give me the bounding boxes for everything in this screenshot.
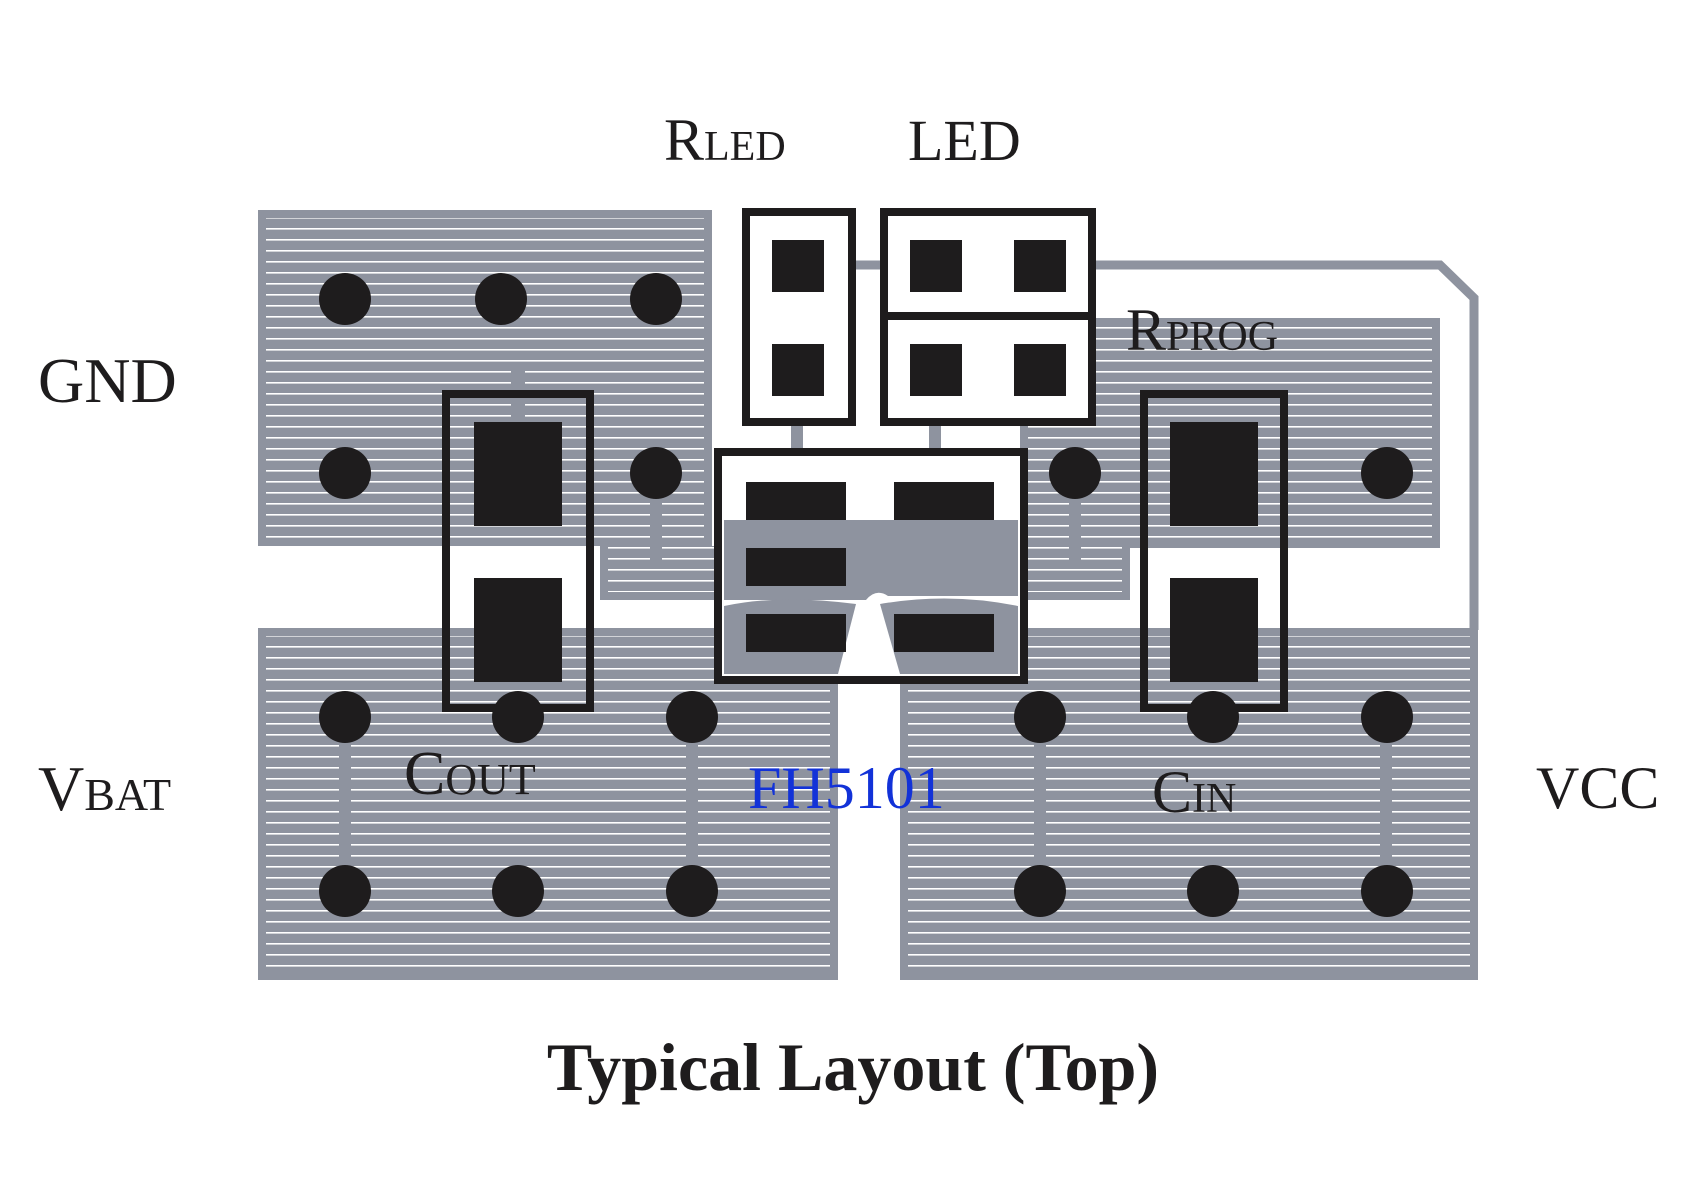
cin-capacitor — [1140, 390, 1288, 712]
diagram-title: Typical Layout (Top) — [547, 1029, 1159, 1105]
via — [1049, 447, 1101, 499]
via-layer — [319, 273, 1413, 917]
vcc-outline-trace — [1090, 260, 1479, 630]
cin-pad-bottom — [1170, 578, 1258, 682]
cout-pad-top — [474, 422, 562, 526]
cout-pad-bottom — [474, 578, 562, 682]
via — [1187, 691, 1239, 743]
led-pad-left — [910, 240, 962, 292]
chip-fh5101 — [714, 448, 1028, 684]
led-pad-right — [1014, 240, 1066, 292]
via — [1361, 865, 1413, 917]
text-layer: GND VBAT VCC RLED LED RPROG COUT CIN FH5… — [38, 107, 1659, 1105]
via — [319, 447, 371, 499]
cin-pad-top — [1170, 422, 1258, 526]
via — [1014, 865, 1066, 917]
led-component — [880, 208, 1096, 320]
cin-label: CIN — [1152, 759, 1236, 825]
via — [630, 273, 682, 325]
chip-pin-3 — [746, 548, 846, 586]
cout-label: COUT — [404, 740, 536, 808]
vbat-hatch — [266, 636, 830, 972]
vbat-label: VBAT — [38, 753, 171, 824]
via — [666, 865, 718, 917]
via — [1187, 865, 1239, 917]
via — [319, 691, 371, 743]
gnd-label: GND — [38, 345, 177, 416]
rprog-pad-right — [1014, 344, 1066, 396]
chip-outline — [714, 448, 1028, 684]
vcc-label: VCC — [1536, 755, 1659, 821]
vcc-hatch — [908, 636, 1470, 972]
rled-pad-top — [772, 240, 824, 292]
rprog-label: RPROG — [1126, 297, 1278, 363]
rprog-pad-left — [910, 344, 962, 396]
chip-pin-5 — [894, 614, 994, 652]
via — [1361, 447, 1413, 499]
chip-pin-4 — [746, 614, 846, 652]
via — [630, 447, 682, 499]
cout-capacitor — [442, 390, 594, 712]
rprog-resistor — [880, 312, 1096, 426]
via — [1014, 691, 1066, 743]
via — [666, 691, 718, 743]
chip-pin-1 — [746, 482, 846, 520]
via — [319, 273, 371, 325]
via — [475, 273, 527, 325]
chip-label: FH5101 — [748, 755, 945, 821]
rled-label: RLED — [664, 107, 786, 173]
chip-pin-2 — [894, 482, 994, 520]
via — [492, 691, 544, 743]
rled-resistor — [742, 208, 856, 426]
via — [492, 865, 544, 917]
led-label: LED — [908, 108, 1021, 173]
via — [319, 865, 371, 917]
via — [1361, 691, 1413, 743]
rled-pad-bottom — [772, 344, 824, 396]
